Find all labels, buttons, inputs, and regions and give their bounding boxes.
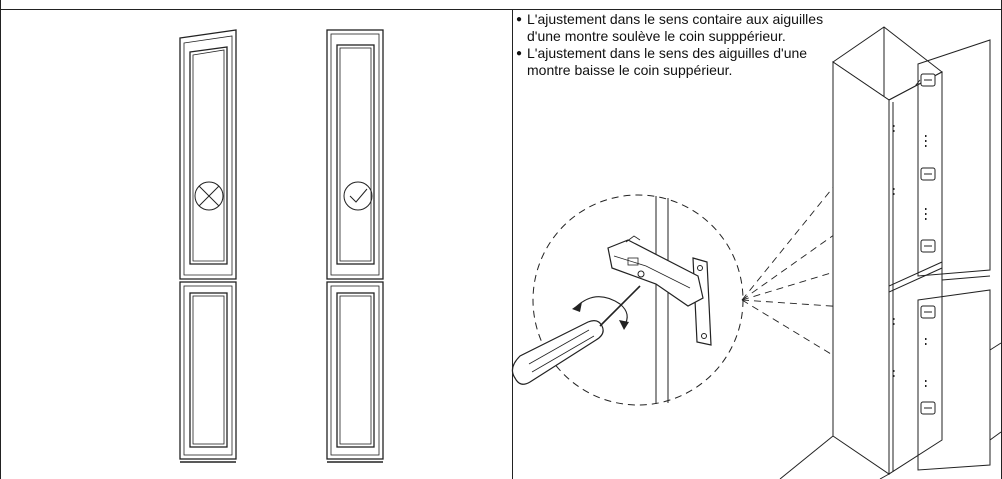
aligned-doors [326,29,384,463]
bullet-icon: ● [516,14,523,25]
misaligned-doors [179,29,237,463]
adjustment-notes: ● L'ajustement dans le sens contaire aux … [516,11,846,79]
wrong-symbol-icon [194,181,224,211]
note-item: ● L'ajustement dans le sens contaire aux … [516,11,846,45]
note-text: L'ajustement dans le sens contaire aux a… [527,11,824,44]
hinge-detail [511,79,921,409]
note-text: L'ajustement dans le sens des aiguilles … [527,45,808,78]
note-item: ● L'ajustement dans le sens des aiguilles… [516,45,846,79]
tall-cabinet [779,26,1002,479]
cabinet-hinges [920,73,936,415]
right-symbol-icon [343,181,373,211]
shelf-pins [893,125,927,387]
bullet-icon: ● [516,48,523,59]
